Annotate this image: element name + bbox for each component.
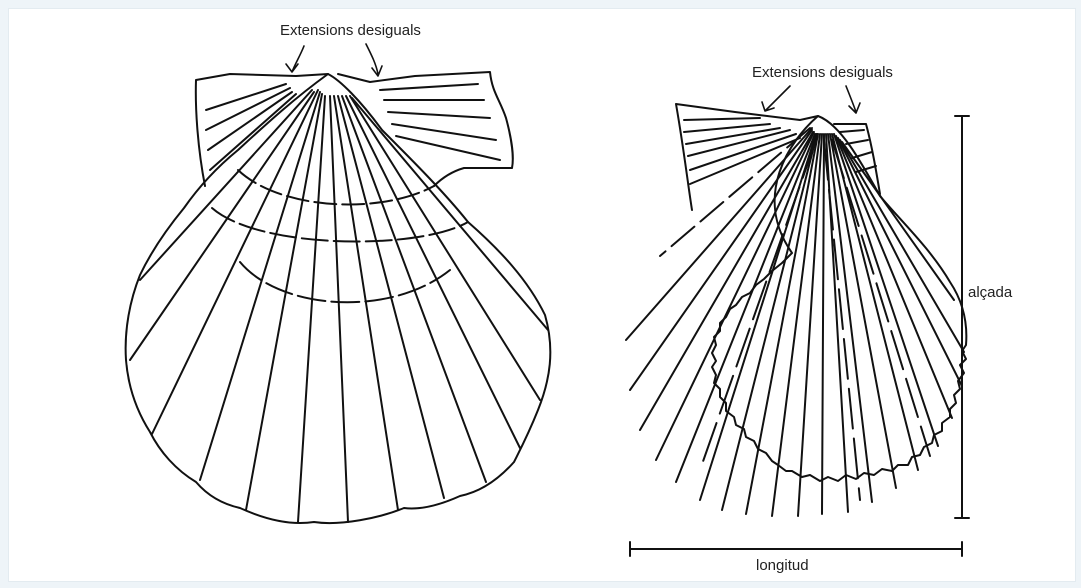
length-label: longitud xyxy=(756,557,809,574)
arrow-right-shell-left-ear xyxy=(762,86,790,111)
left-scallop-shell xyxy=(126,72,551,523)
unequal-extensions-label-left: Extensions desiguals xyxy=(280,22,421,39)
length-dimension xyxy=(630,542,962,556)
arrow-left-shell-right-ear xyxy=(366,44,382,76)
height-label: alçada xyxy=(968,284,1012,301)
unequal-extensions-label-right: Extensions desiguals xyxy=(752,64,893,81)
height-dimension xyxy=(955,116,969,518)
arrow-left-shell-left-ear xyxy=(286,46,304,72)
arrow-right-shell-right-ear xyxy=(846,86,860,113)
right-scallop-shell xyxy=(626,104,966,516)
